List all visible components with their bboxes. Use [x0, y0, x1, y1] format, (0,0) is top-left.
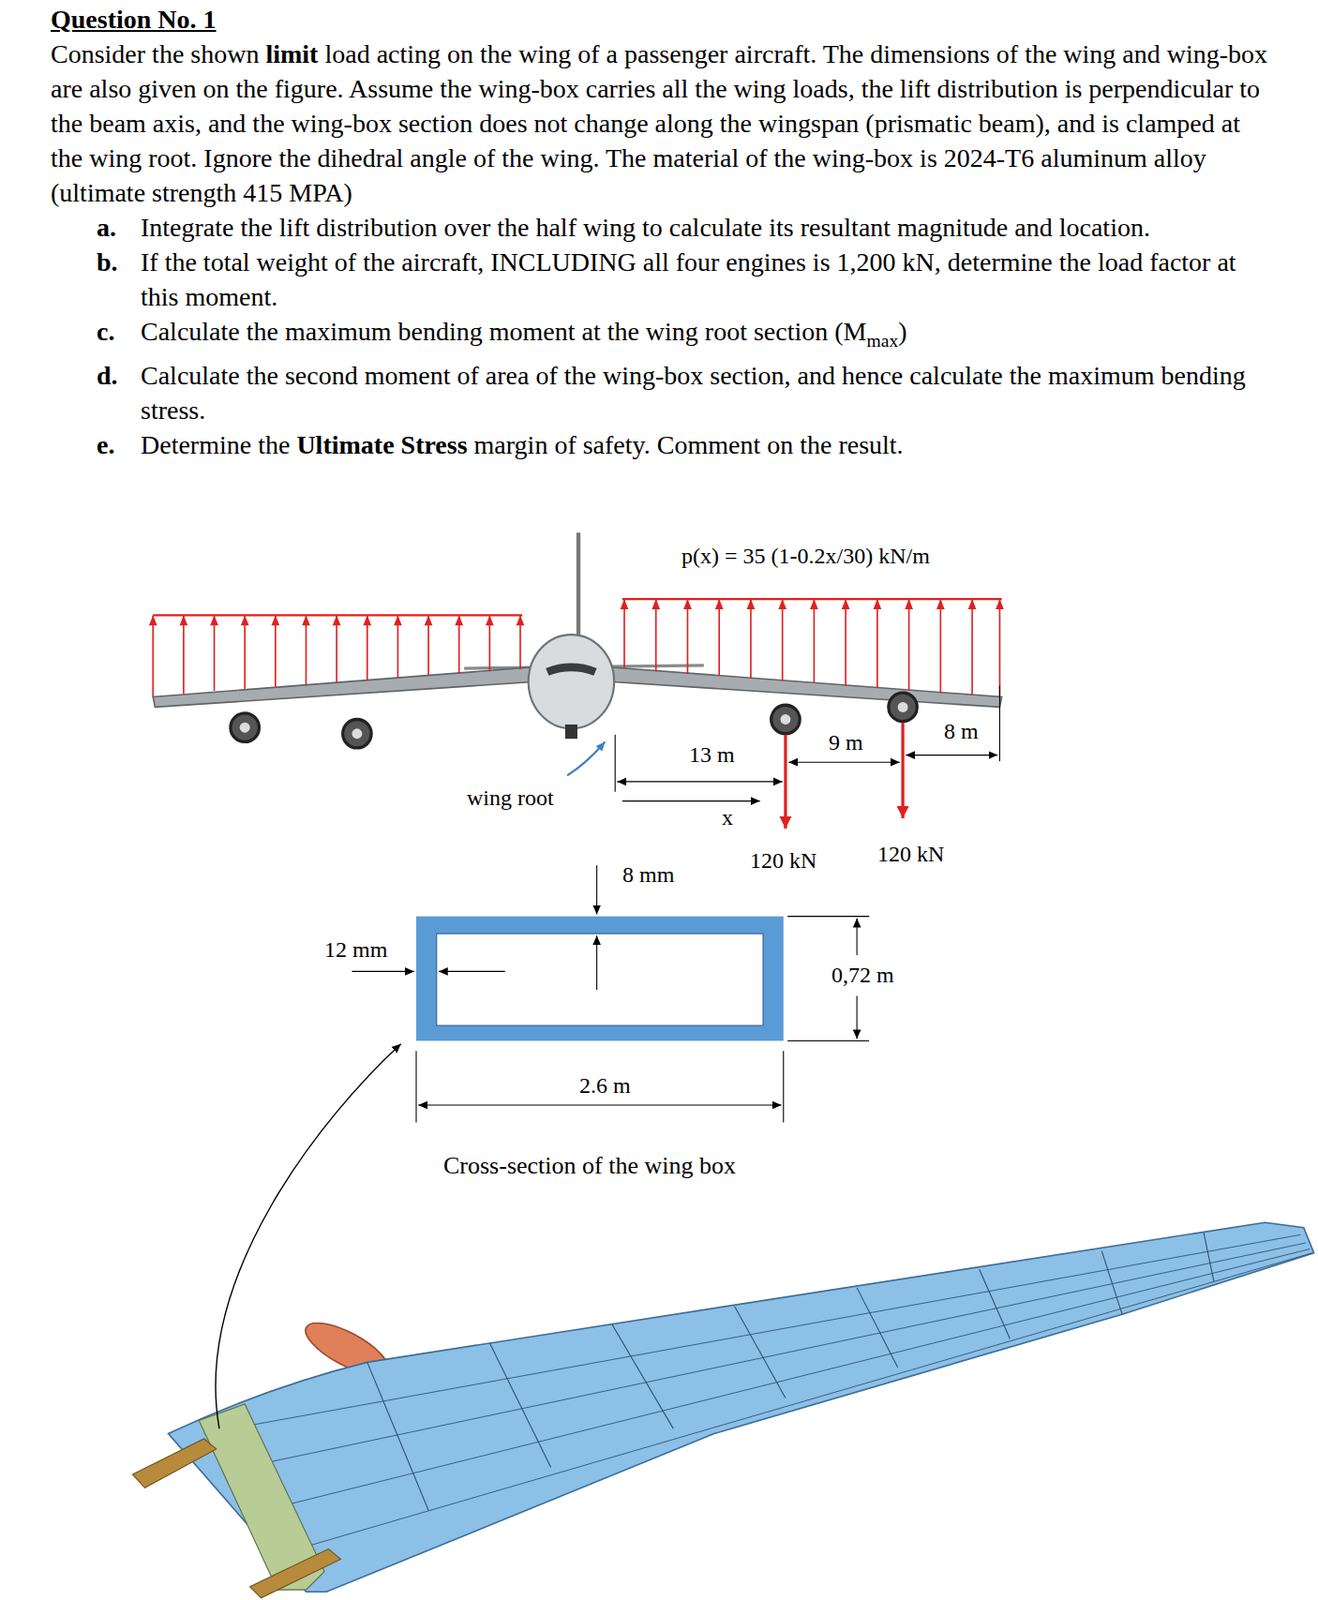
engine-hub	[780, 714, 792, 725]
engine-hub	[239, 722, 251, 734]
dimension-label: 8 m	[943, 718, 979, 744]
lift-arrowhead	[620, 599, 1004, 610]
question-item: d.Calculate the second moment of area of…	[96, 358, 1279, 428]
figure-caption: Cross-section of the wing box	[443, 1153, 736, 1180]
root-tab	[132, 1438, 216, 1488]
root-tab	[250, 1549, 342, 1599]
extension-line	[787, 1040, 869, 1042]
engine	[771, 704, 800, 734]
body-text: Consider the shown	[50, 39, 259, 69]
thickness-arrow	[596, 935, 598, 990]
bold-text: Ultimate Stress	[296, 430, 467, 460]
dimension-label: 8 mm	[622, 862, 674, 887]
dimension-label: 2.6 m	[579, 1073, 631, 1098]
extension-line	[787, 915, 869, 917]
cockpit	[545, 663, 597, 676]
item-text: Integrate the lift distribution over the…	[140, 209, 1279, 245]
lift-arrowhead	[149, 614, 525, 626]
lift-arrow	[152, 614, 521, 697]
lift-line	[152, 614, 523, 616]
body-text: Calculate the second moment of area of t…	[140, 360, 1246, 425]
wing-box-section	[416, 916, 784, 1042]
item-letter: d.	[96, 358, 141, 428]
extension-line	[415, 1050, 417, 1123]
engine-hub	[351, 728, 362, 739]
right-wing	[610, 667, 1003, 707]
thickness-arrow	[596, 865, 598, 914]
thickness-arrow	[438, 971, 506, 973]
section-dimensions	[351, 865, 869, 1123]
body-text: Determine the	[140, 430, 290, 460]
question-item: c.Calculate the maximum bending moment a…	[96, 314, 1279, 359]
axis-arrow	[622, 800, 761, 802]
dimension-line	[905, 754, 998, 756]
fuselage	[528, 634, 615, 729]
extension-line	[999, 686, 1001, 763]
part-label: wing root	[466, 785, 555, 810]
question-title: Question No. 1	[50, 1, 217, 37]
body-text: Integrate the lift distribution over the…	[140, 212, 1151, 242]
item-letter: c.	[96, 314, 141, 359]
dimension-label: 13 m	[688, 742, 735, 767]
extension-line	[614, 734, 616, 793]
dimension-label: 9 m	[828, 730, 864, 755]
engine-hub	[898, 702, 909, 713]
item-text: Determine the Ultimate Stress margin of …	[140, 427, 1279, 463]
wing-skin	[168, 1222, 1315, 1592]
question-item: b.If the total weight of the aircraft, I…	[96, 244, 1279, 315]
body-text: margin of safety. Comment on the result.	[474, 430, 904, 460]
dimension-line	[418, 1104, 781, 1106]
lift-line	[622, 598, 1003, 600]
engine-load-arrow	[783, 734, 787, 829]
item-text: Calculate the second moment of area of t…	[140, 358, 1279, 428]
intro-paragraph: Consider the shown limit load acting on …	[50, 36, 1279, 210]
question-item: e.Determine the Ultimate Stress margin o…	[96, 427, 1279, 463]
dimension-line	[616, 780, 782, 782]
left-wing	[152, 667, 536, 707]
landing-gear	[565, 724, 578, 739]
body-text: If the total weight of the aircraft, INC…	[140, 247, 1237, 312]
section-leader	[215, 1044, 402, 1429]
question-item: a.Integrate the lift distribution over t…	[96, 209, 1279, 245]
engine	[230, 713, 259, 742]
dimension-label: 0,72 m	[831, 962, 895, 988]
body-text: )	[898, 316, 907, 346]
dimension-line	[856, 996, 858, 1040]
force-label: 120 kN	[877, 841, 944, 867]
lift-distribution	[149, 599, 1004, 698]
wing-root-pointer	[567, 741, 605, 776]
engine-load-arrow	[900, 722, 904, 819]
body-text: Calculate the maximum bending moment at …	[140, 316, 868, 346]
item-letter: e.	[96, 427, 141, 463]
dimension-line	[856, 918, 858, 956]
item-text: If the total weight of the aircraft, INC…	[140, 244, 1279, 315]
dimension-label: 12 mm	[324, 937, 388, 962]
stringers	[204, 1234, 1313, 1551]
wing-3d	[132, 1222, 1314, 1599]
lift-arrow	[624, 599, 1000, 698]
span-dimensions	[614, 686, 1000, 802]
item-letter: a.	[96, 209, 141, 245]
dimension-line	[788, 762, 900, 764]
force-label: 120 kN	[749, 848, 817, 873]
extension-line	[782, 1050, 784, 1123]
wing-box-cavity	[436, 933, 764, 1026]
item-text: Calculate the maximum bending moment at …	[140, 314, 1279, 359]
load-equation: p(x) = 35 (1-0.2x/30) kN/m	[681, 543, 930, 569]
axis-label: x	[721, 805, 734, 830]
engine	[343, 718, 372, 748]
subscript: max	[867, 330, 899, 351]
thickness-arrow	[351, 971, 414, 973]
vertical-tail	[576, 532, 581, 641]
question-text: Question No. 1Consider the shown limit l…	[50, 1, 1279, 463]
engine	[888, 692, 917, 721]
bold-text: limit	[265, 39, 318, 69]
ribs	[367, 1232, 1214, 1511]
aircraft	[152, 532, 1002, 749]
item-letter: b.	[96, 244, 141, 315]
